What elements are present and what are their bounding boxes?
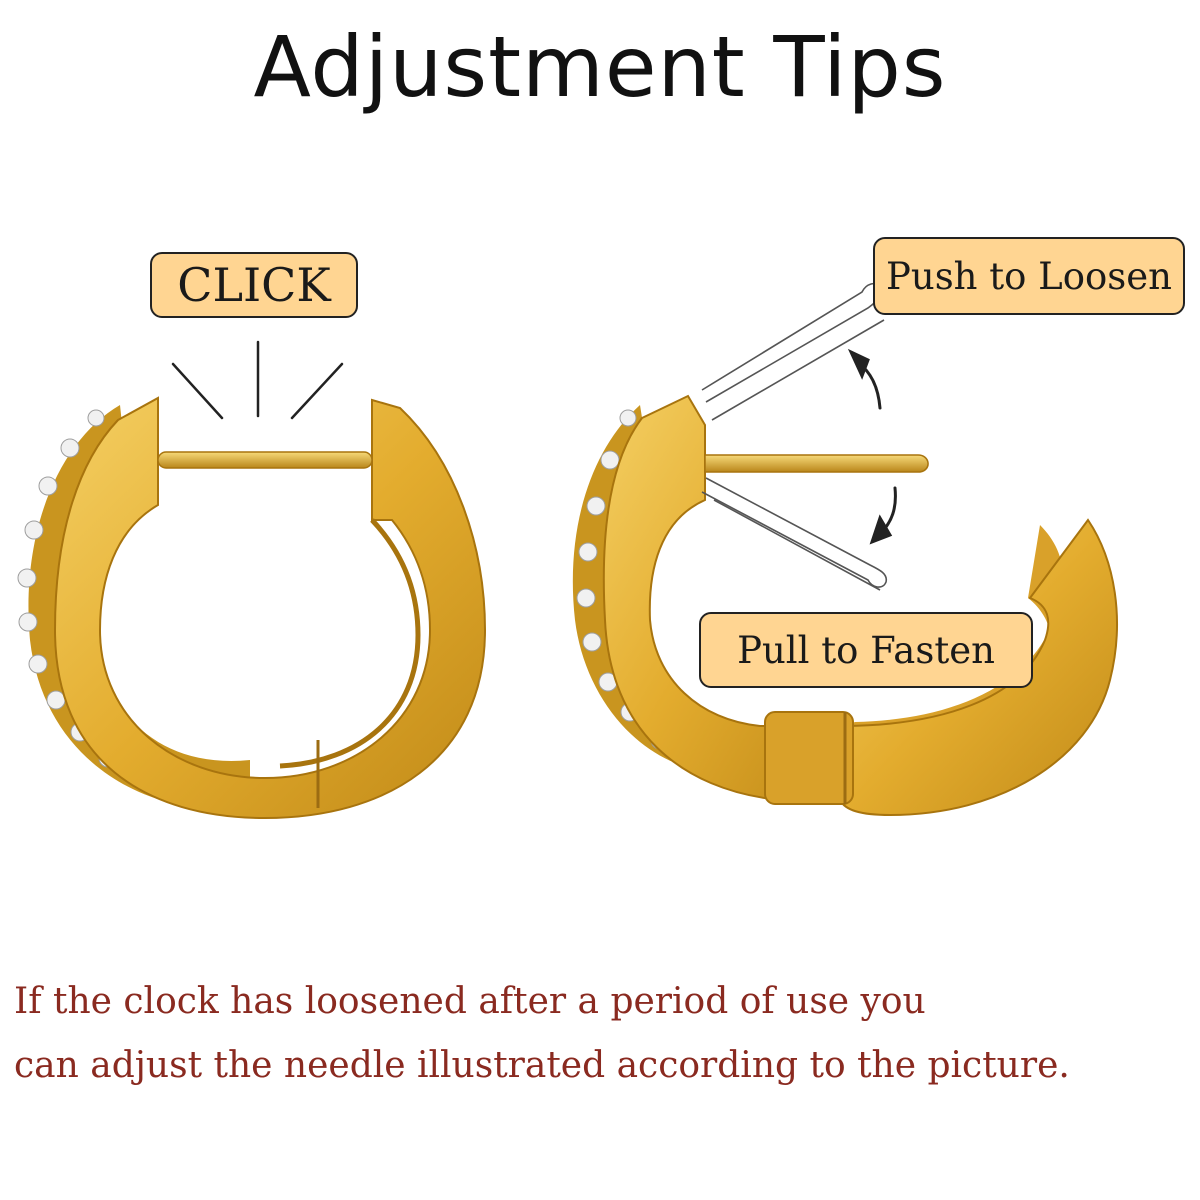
page-title: Adjustment Tips <box>253 18 947 116</box>
instructions-line-1: If the clock has loosened after a period… <box>14 981 926 1022</box>
pull-to-fasten-label: Pull to Fasten <box>699 612 1033 688</box>
click-label: CLICK <box>150 252 358 318</box>
push-to-loosen-label: Push to Loosen <box>873 237 1185 315</box>
curved-arrow-icon <box>847 348 897 545</box>
click-burst-icon <box>171 340 344 420</box>
instructions-text: If the clock has loosened after a period… <box>14 970 1194 1098</box>
closed-hoop-earring-icon <box>17 396 487 820</box>
open-hoop-earring-icon <box>572 282 1118 817</box>
instructions-line-2: can adjust the needle illustrated accord… <box>14 1045 1070 1086</box>
